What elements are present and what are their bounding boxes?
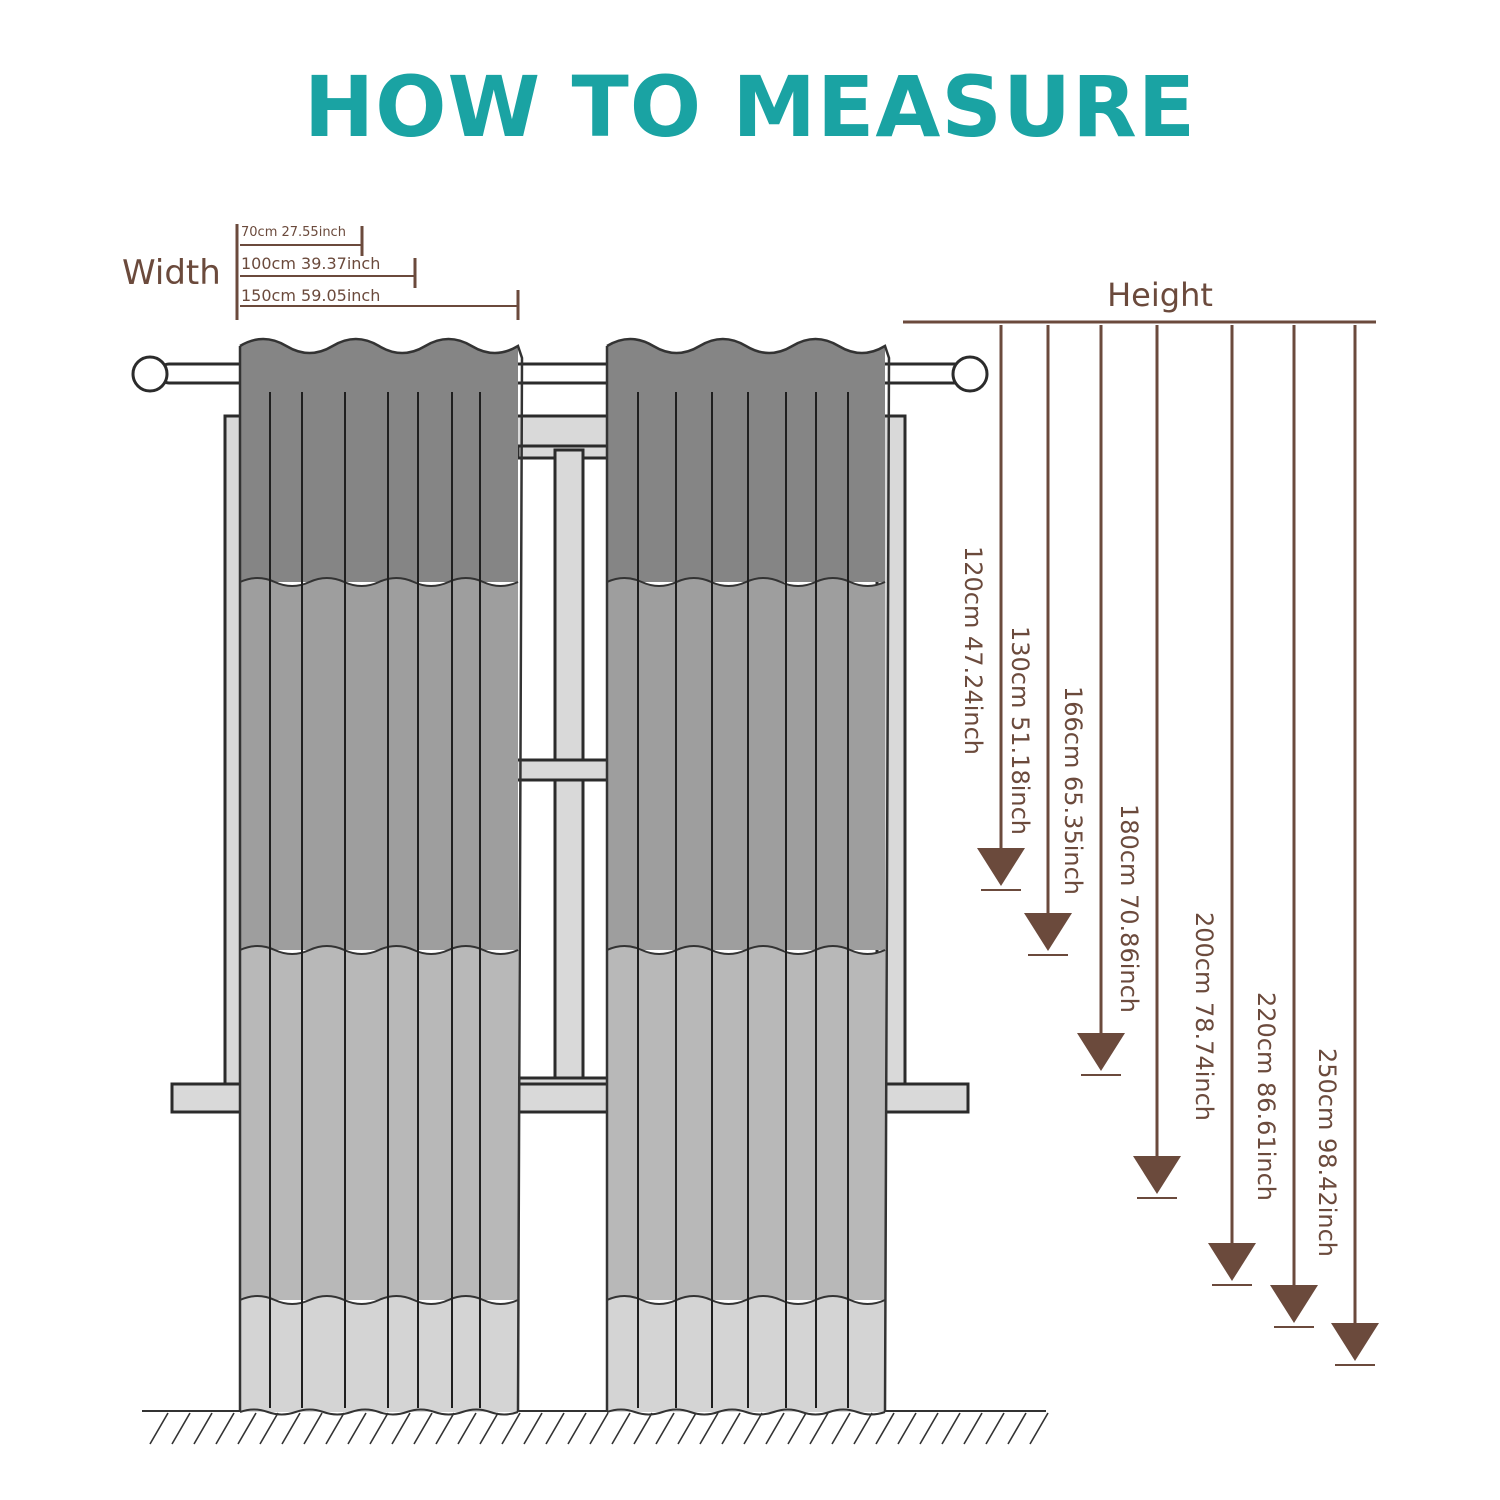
curtain-band-upper bbox=[240, 578, 518, 950]
window-transom bbox=[508, 758, 616, 782]
arrow-head bbox=[1331, 1323, 1379, 1361]
arrow-head bbox=[1024, 913, 1072, 951]
curtain-seam bbox=[606, 945, 886, 955]
arrow-head bbox=[1133, 1156, 1181, 1194]
curtain-seam bbox=[239, 577, 519, 587]
curtain-seam bbox=[606, 1295, 886, 1305]
arrow-head bbox=[1270, 1285, 1318, 1323]
width-option-70: 70cm 27.55inch bbox=[241, 225, 346, 240]
curtain-outline bbox=[606, 337, 891, 1413]
arrow-head bbox=[1208, 1243, 1256, 1281]
curtain-band-top bbox=[607, 339, 885, 582]
height-option-arrow: 250cm 98.42inch bbox=[1313, 325, 1379, 1366]
page-title: HOW TO MEASURE bbox=[303, 58, 1197, 156]
height-option-arrow: 200cm 78.74inch bbox=[1190, 325, 1256, 1286]
floor bbox=[142, 1410, 1049, 1445]
height-option-label: 130cm 51.18inch bbox=[1006, 626, 1034, 835]
curtain-seam bbox=[239, 1295, 519, 1305]
width-option-150: 150cm 59.05inch bbox=[241, 286, 380, 305]
curtain-seam bbox=[606, 577, 886, 587]
width-annotation: Width 70cm 27.55inch 100cm 39.37inch 150… bbox=[122, 224, 520, 320]
curtain-band-upper bbox=[607, 578, 885, 950]
height-option-label: 120cm 47.24inch bbox=[959, 546, 987, 755]
curtain-seam bbox=[239, 945, 519, 955]
height-option-label: 200cm 78.74inch bbox=[1190, 912, 1218, 1121]
width-option-100: 100cm 39.37inch bbox=[241, 254, 380, 273]
curtain-panel-left bbox=[238, 337, 524, 1416]
height-label: Height bbox=[1107, 276, 1213, 314]
height-option-label: 180cm 70.86inch bbox=[1115, 804, 1143, 1013]
height-annotation: Height 120cm 47.24inch 130cm 51.18inch 166… bbox=[903, 276, 1379, 1366]
curtain-band-bottom bbox=[240, 1296, 518, 1412]
curtain-panel-right bbox=[605, 337, 891, 1416]
height-option-arrow: 180cm 70.86inch bbox=[1115, 325, 1181, 1199]
curtain-band-top bbox=[240, 339, 518, 582]
rod-finial-left bbox=[131, 355, 169, 393]
curtain-band-lower bbox=[607, 946, 885, 1300]
height-option-arrow: 130cm 51.18inch bbox=[1006, 325, 1072, 956]
rod-finial-right bbox=[951, 355, 989, 393]
curtain-outline bbox=[239, 337, 524, 1413]
height-option-label: 250cm 98.42inch bbox=[1313, 1048, 1341, 1257]
height-option-arrow: 166cm 65.35inch bbox=[1059, 325, 1125, 1076]
arrow-head bbox=[977, 848, 1025, 886]
height-option-label: 220cm 86.61inch bbox=[1252, 992, 1280, 1201]
height-option-arrow: 220cm 86.61inch bbox=[1252, 325, 1318, 1328]
height-option-label: 166cm 65.35inch bbox=[1059, 686, 1087, 895]
curtain-band-lower bbox=[240, 946, 518, 1300]
width-label: Width bbox=[122, 253, 221, 293]
arrow-head bbox=[1077, 1033, 1125, 1071]
height-option-arrow: 120cm 47.24inch bbox=[959, 325, 1025, 891]
curtain-band-bottom bbox=[607, 1296, 885, 1412]
